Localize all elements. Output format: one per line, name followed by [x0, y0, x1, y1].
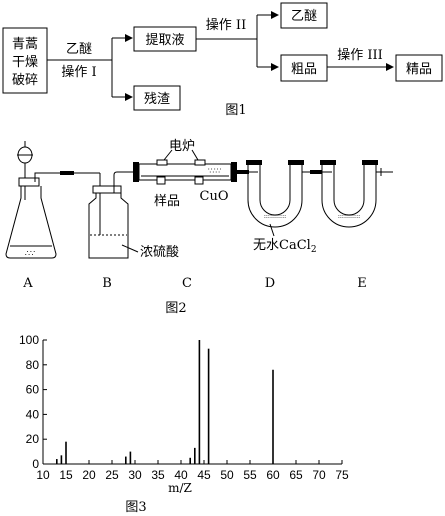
- part-e-utube: :::::::::::: [320, 160, 393, 228]
- extract-box: [133, 26, 197, 52]
- mass-spectrum-chart: 0 20 40 60 80 100 10 15 20 25 30 35 40 45 50 55 60 65 70 7…: [19, 333, 349, 515]
- ether-label: 乙醚: [291, 9, 317, 24]
- e-tube-outer: [321, 165, 377, 228]
- residue-box: [133, 85, 181, 111]
- flask-stopper: [18, 177, 40, 187]
- x-tick-label: 20: [82, 468, 96, 482]
- start-line-3: 破碎: [12, 73, 38, 88]
- cacl2-packing: :::::::::::: [264, 213, 286, 220]
- op1-label: 操作 I: [61, 64, 96, 80]
- crude-label: 粗品: [291, 62, 317, 77]
- sample-label: 样品: [154, 194, 180, 209]
- x-tick-label: 25: [105, 468, 119, 482]
- x-tick-label: 30: [128, 468, 142, 482]
- cuo-packing: ∵∴∵: [208, 167, 222, 175]
- refined-box: [395, 54, 443, 82]
- furnace-left: [156, 159, 168, 166]
- part-c-tube: 电炉 样品 ∵∴∵ CuO: [133, 139, 249, 209]
- residue-label: 残渣: [144, 92, 170, 107]
- sample-boat: [156, 176, 166, 185]
- connector-ab: [60, 171, 74, 175]
- part-label-c: C: [182, 276, 192, 291]
- x-axis-label: m/Z: [168, 481, 192, 495]
- connector-cd: [237, 170, 249, 174]
- furnace-label: 电炉: [169, 139, 195, 154]
- y-tick-label: 80: [26, 358, 40, 372]
- cacl2-label-main: 无水CaCl: [253, 238, 311, 253]
- y-tick-label: 100: [19, 333, 39, 347]
- cuo-heater: [194, 176, 204, 185]
- part-label-a: A: [22, 276, 33, 291]
- apparatus: ∴∵ 浓硫酸 电炉 样品: [5, 139, 393, 316]
- x-ticks: 10 15 20 25 30 35 40 45 50 55 60 65 70 75: [36, 460, 349, 482]
- x-tick-label: 55: [243, 468, 257, 482]
- y-tick-label: 0: [32, 457, 39, 471]
- cuo-label: CuO: [200, 189, 229, 204]
- furnace-pointer-left: [163, 149, 173, 161]
- x-tick-label: 75: [335, 468, 349, 482]
- part-label-e: E: [357, 276, 367, 291]
- part-d-utube: ::::::::::: 无水CaCl2: [246, 160, 322, 255]
- e-stopper-left: [320, 160, 336, 165]
- u-stopper-left: [246, 160, 262, 165]
- tube-stopper-right: [231, 162, 237, 182]
- extract-label: 提取液: [145, 32, 184, 48]
- start-line-2: 干燥: [12, 55, 38, 70]
- x-tick-label: 35: [151, 468, 165, 482]
- flask-solid: ∴∵: [25, 249, 35, 258]
- x-tick-label: 45: [197, 468, 211, 482]
- figure1-caption: 图1: [225, 103, 246, 118]
- y-tick-label: 60: [26, 383, 40, 397]
- flowchart: 青蒿 干燥 破碎 乙醚 操作 I 提取液 残渣 操作 II 乙醚 粗品 操作 I…: [2, 2, 443, 118]
- x-tick-label: 40: [174, 468, 188, 482]
- flask-outlet-tube: [34, 172, 60, 182]
- cacl2-label: 无水CaCl2: [253, 238, 317, 255]
- part-label-d: D: [265, 276, 275, 291]
- conical-flask: [5, 186, 57, 259]
- bottle-outlet-tube: [113, 171, 133, 193]
- start-box: [2, 27, 48, 94]
- x-tick-label: 15: [59, 468, 73, 482]
- cacl2-pointer: [269, 223, 275, 237]
- spectrum-peaks: [55, 340, 274, 464]
- x-tick-label: 70: [312, 468, 326, 482]
- op2-label: 操作 II: [206, 17, 246, 33]
- tube-stopper-left: [133, 162, 139, 182]
- x-tick-label: 10: [36, 468, 50, 482]
- part-a-flask: ∴∵: [5, 141, 100, 259]
- e-packing: :::::::::::: [338, 213, 360, 220]
- op3-label: 操作 III: [337, 47, 383, 63]
- furnace-right: [194, 159, 206, 166]
- start-line-1: 青蒿: [12, 37, 38, 52]
- acid-label: 浓硫酸: [140, 245, 179, 260]
- ether-box: [280, 2, 328, 29]
- connector-de: [310, 170, 322, 174]
- x-tick-label: 65: [289, 468, 303, 482]
- x-tick-label: 50: [220, 468, 234, 482]
- bottle-stopper: [92, 185, 122, 194]
- refined-label: 精品: [406, 62, 432, 77]
- x-tick-label: 60: [266, 468, 280, 482]
- y-tick-label: 40: [26, 407, 40, 421]
- u-stopper-right: [288, 160, 304, 165]
- crude-box: [280, 54, 328, 82]
- solvent-label: 乙醚: [66, 42, 92, 57]
- part-b-bottle: 浓硫酸: [88, 171, 179, 260]
- gas-wash-bottle: [88, 193, 129, 259]
- e-tube-inner: [333, 165, 365, 216]
- acid-pointer: [121, 244, 139, 253]
- part-label-b: B: [102, 276, 112, 291]
- e-stopper-right: [362, 160, 378, 165]
- figure2-caption: 图2: [165, 301, 186, 316]
- u-tube-outer: [247, 165, 303, 228]
- furnace-pointer-right: [191, 149, 199, 161]
- u-tube-inner: [259, 165, 291, 216]
- cacl2-subscript: 2: [311, 245, 317, 255]
- y-ticks: 0 20 40 60 80 100: [19, 333, 47, 471]
- figure3-caption: 图3: [125, 500, 146, 515]
- y-tick-label: 20: [26, 432, 40, 446]
